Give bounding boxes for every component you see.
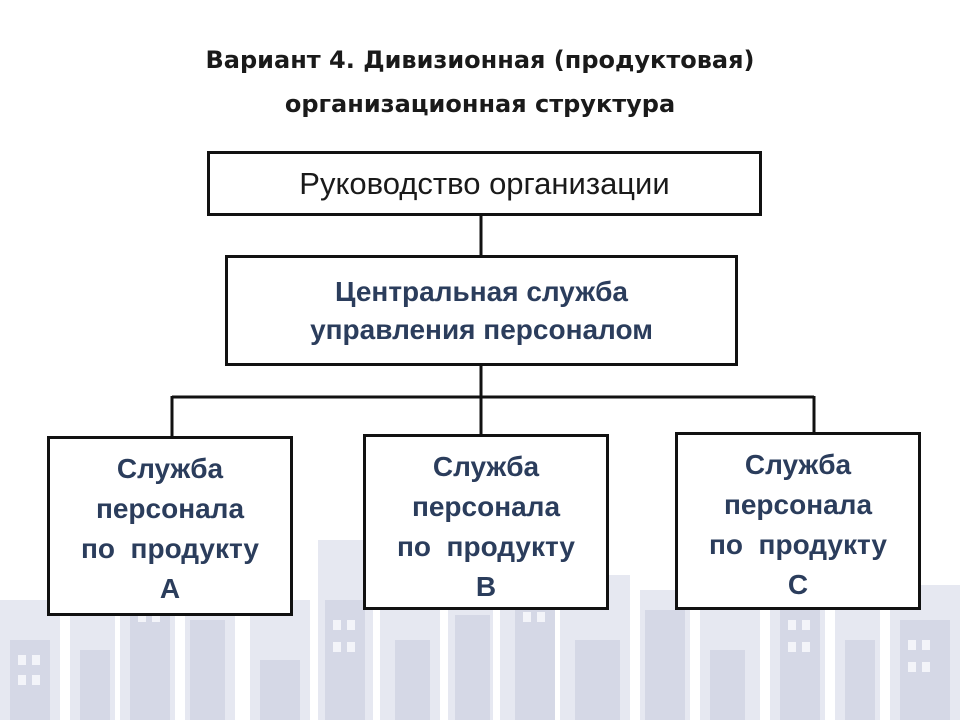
unit-c-line-2: персонала (723, 489, 873, 520)
node-organization-management: Руководство организации (207, 151, 762, 216)
unit-c-line-1: Служба (744, 449, 852, 480)
node-central-line-2: управления персоналом (310, 313, 653, 345)
node-unit-product-c: Служба персонала по продукту С (675, 432, 921, 610)
unit-c-line-3: по продукту (708, 529, 887, 560)
unit-a-line-1: Служба (116, 453, 224, 484)
node-central-line-1: Центральная служба (335, 275, 628, 307)
unit-c-line-4: С (787, 569, 809, 600)
node-central-hr-service: Центральная служба управления персоналом (225, 255, 738, 366)
unit-b-line-1: Служба (432, 451, 540, 482)
title-line-2: организационная структура (284, 90, 676, 118)
diagram-title: Вариант 4. Дивизионная (продуктовая) орг… (0, 38, 960, 126)
node-unit-product-b: Служба персонала по продукту В (363, 434, 609, 610)
unit-a-line-3: по продукту (80, 533, 259, 564)
title-line-1: Вариант 4. Дивизионная (продуктовая) (205, 46, 755, 74)
unit-b-line-3: по продукту (396, 531, 575, 562)
node-organization-management-label: Руководство организации (299, 165, 670, 201)
unit-a-line-2: персонала (95, 493, 245, 524)
unit-b-line-4: В (475, 571, 497, 602)
unit-a-line-4: А (159, 573, 181, 604)
unit-b-line-2: персонала (411, 491, 561, 522)
node-unit-product-a: Служба персонала по продукту А (47, 436, 293, 616)
